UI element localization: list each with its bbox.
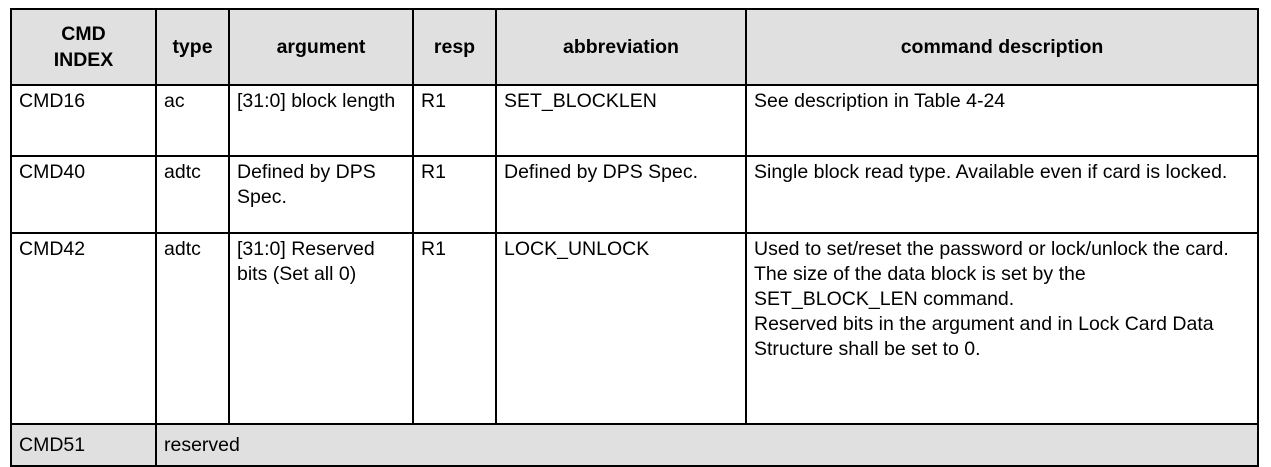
cell-reserved-label: reserved [155, 423, 1259, 467]
column-header-cmd-index-line1: CMD [61, 23, 106, 45]
column-header-type: type [155, 8, 230, 86]
cell-cmd-index: CMD40 [10, 155, 157, 234]
cell-type: adtc [155, 155, 230, 234]
cell-resp: R1 [412, 84, 497, 157]
cell-resp: R1 [412, 155, 497, 234]
column-header-cmd-index-line2: INDEX [53, 49, 114, 71]
column-header-command-description: command description [745, 8, 1259, 86]
cell-command-description: Single block read type. Available even i… [745, 155, 1259, 234]
cell-cmd-index: CMD42 [10, 232, 157, 425]
cell-abbreviation: Defined by DPS Spec. [495, 155, 747, 234]
cell-cmd-index: CMD16 [10, 84, 157, 157]
column-header-abbreviation: abbreviation [495, 8, 747, 86]
table-row: CMD16 ac [31:0] block length R1 SET_BLOC… [10, 84, 1259, 157]
cell-command-description: See description in Table 4-24 [745, 84, 1259, 157]
cell-argument: Defined by DPS Spec. [228, 155, 414, 234]
column-header-cmd-index: CMD INDEX [10, 8, 157, 86]
column-header-argument: argument [228, 8, 414, 86]
cell-resp: R1 [412, 232, 497, 425]
table-row: CMD42 adtc [31:0] Reserved bits (Set all… [10, 232, 1259, 425]
cell-command-description: Used to set/reset the password or lock/u… [745, 232, 1259, 425]
table-row-reserved: CMD51 reserved [10, 423, 1259, 467]
command-table-container: CMD INDEX type argument resp abbreviatio… [10, 8, 1259, 467]
table-header-row: CMD INDEX type argument resp abbreviatio… [10, 8, 1259, 86]
column-header-resp: resp [412, 8, 497, 86]
cell-type: ac [155, 84, 230, 157]
cell-argument: [31:0] Reserved bits (Set all 0) [228, 232, 414, 425]
cell-type: adtc [155, 232, 230, 425]
table-row: CMD40 adtc Defined by DPS Spec. R1 Defin… [10, 155, 1259, 234]
cell-abbreviation: SET_BLOCKLEN [495, 84, 747, 157]
cell-cmd-index: CMD51 [10, 423, 157, 467]
cell-argument: [31:0] block length [228, 84, 414, 157]
sd-command-table: CMD INDEX type argument resp abbreviatio… [10, 8, 1259, 467]
cell-abbreviation: LOCK_UNLOCK [495, 232, 747, 425]
